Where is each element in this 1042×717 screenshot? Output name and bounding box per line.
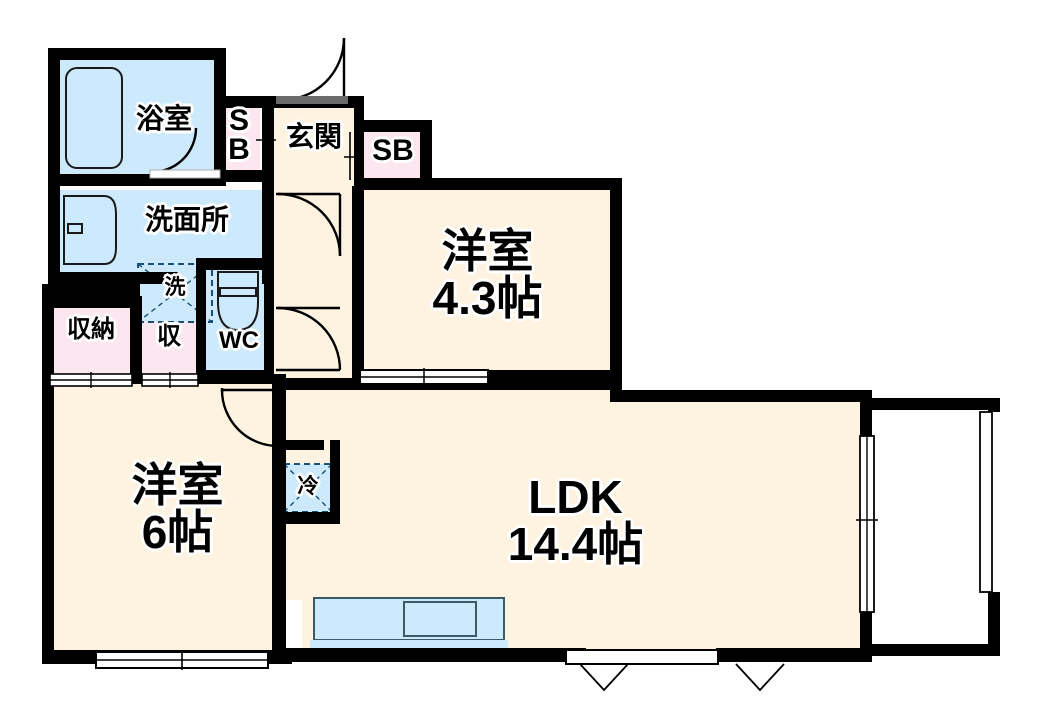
wall-room43-top	[354, 178, 622, 190]
ldk-fill	[302, 378, 866, 652]
wall-corridor-right	[352, 186, 364, 382]
wall-shoebox-left-top	[214, 96, 262, 108]
wall-corridor-left-upper	[262, 186, 274, 256]
wall-genkan-right	[354, 96, 364, 190]
room-fills	[50, 58, 996, 660]
vanity-faucet-icon	[67, 223, 83, 234]
wall-kitchen-left	[272, 440, 286, 662]
washer-space-diag2	[137, 263, 213, 323]
storage-small-fill	[140, 318, 198, 374]
storage-large-fill	[50, 306, 132, 374]
wall-kitchen-top	[272, 440, 324, 450]
bedroom-door-swing-icon	[220, 389, 279, 448]
wall-washroom-left	[48, 174, 60, 284]
fridge-space-diag2	[283, 463, 333, 513]
toilet-tank-icon	[219, 287, 257, 297]
fixtures	[63, 67, 508, 648]
bathroom-door-panel	[149, 169, 221, 179]
balcony-sliding-door-icon	[856, 435, 878, 613]
wall-bath-top	[48, 48, 226, 60]
wall-ldk-bottom-right	[716, 648, 872, 662]
sliding-window-room43-icon	[359, 368, 489, 386]
wall-balcony-right-top	[988, 398, 1000, 412]
genkan-fill	[270, 106, 360, 186]
wall-shoebox-right-top	[354, 120, 432, 132]
kitchen-sink-icon	[403, 601, 477, 637]
kitchen-counter-edge	[310, 640, 508, 648]
room-6-fill	[54, 382, 278, 660]
shoebox-door-markers	[256, 110, 362, 180]
sliding-window-bedroom-icon	[95, 650, 269, 670]
wall-wc-top	[196, 258, 274, 270]
wall-shoebox-left-bottom	[214, 170, 274, 182]
wall-room43-right	[610, 178, 622, 390]
storage-door-lines	[49, 372, 199, 388]
balcony-fill	[866, 404, 996, 654]
wall-kitchen-fridge-base	[272, 512, 334, 524]
sliding-window-ldk-icon	[565, 649, 785, 692]
wall-storage-mid	[130, 296, 142, 380]
wall-wc-right	[264, 258, 274, 378]
vanity-sink-icon	[63, 195, 117, 265]
balcony-outer-window-icon	[979, 411, 993, 593]
bathtub-icon	[65, 67, 123, 169]
wall-balcony-top	[866, 398, 1000, 410]
wall-storage-left	[42, 284, 54, 380]
wall-bath-left	[48, 48, 60, 184]
wall-ldk-top-right	[610, 390, 872, 402]
windows	[49, 110, 993, 692]
wall-storage-top	[48, 284, 140, 308]
entrance-door-threshold	[276, 96, 348, 104]
door-swings	[149, 37, 348, 448]
wall-shoebox-right-right	[420, 120, 432, 188]
fridge-space-diag1	[283, 463, 333, 513]
wall-balcony-bottom	[866, 644, 1000, 656]
room-43-fill	[358, 188, 616, 378]
wall-kitchen-right	[330, 440, 340, 524]
wall-storage-right	[196, 296, 206, 380]
wall-shoebox-left-left	[214, 96, 224, 180]
wall-room6-left	[42, 374, 54, 662]
wall-washroom-bottom	[48, 272, 178, 284]
entrance-door-swing-icon	[281, 37, 346, 102]
toilet-icon	[217, 271, 259, 332]
wall-ldk-bottom	[286, 648, 586, 662]
wall-balcony-right-bottom	[988, 592, 1000, 654]
shoebox-right-fill	[362, 130, 424, 182]
